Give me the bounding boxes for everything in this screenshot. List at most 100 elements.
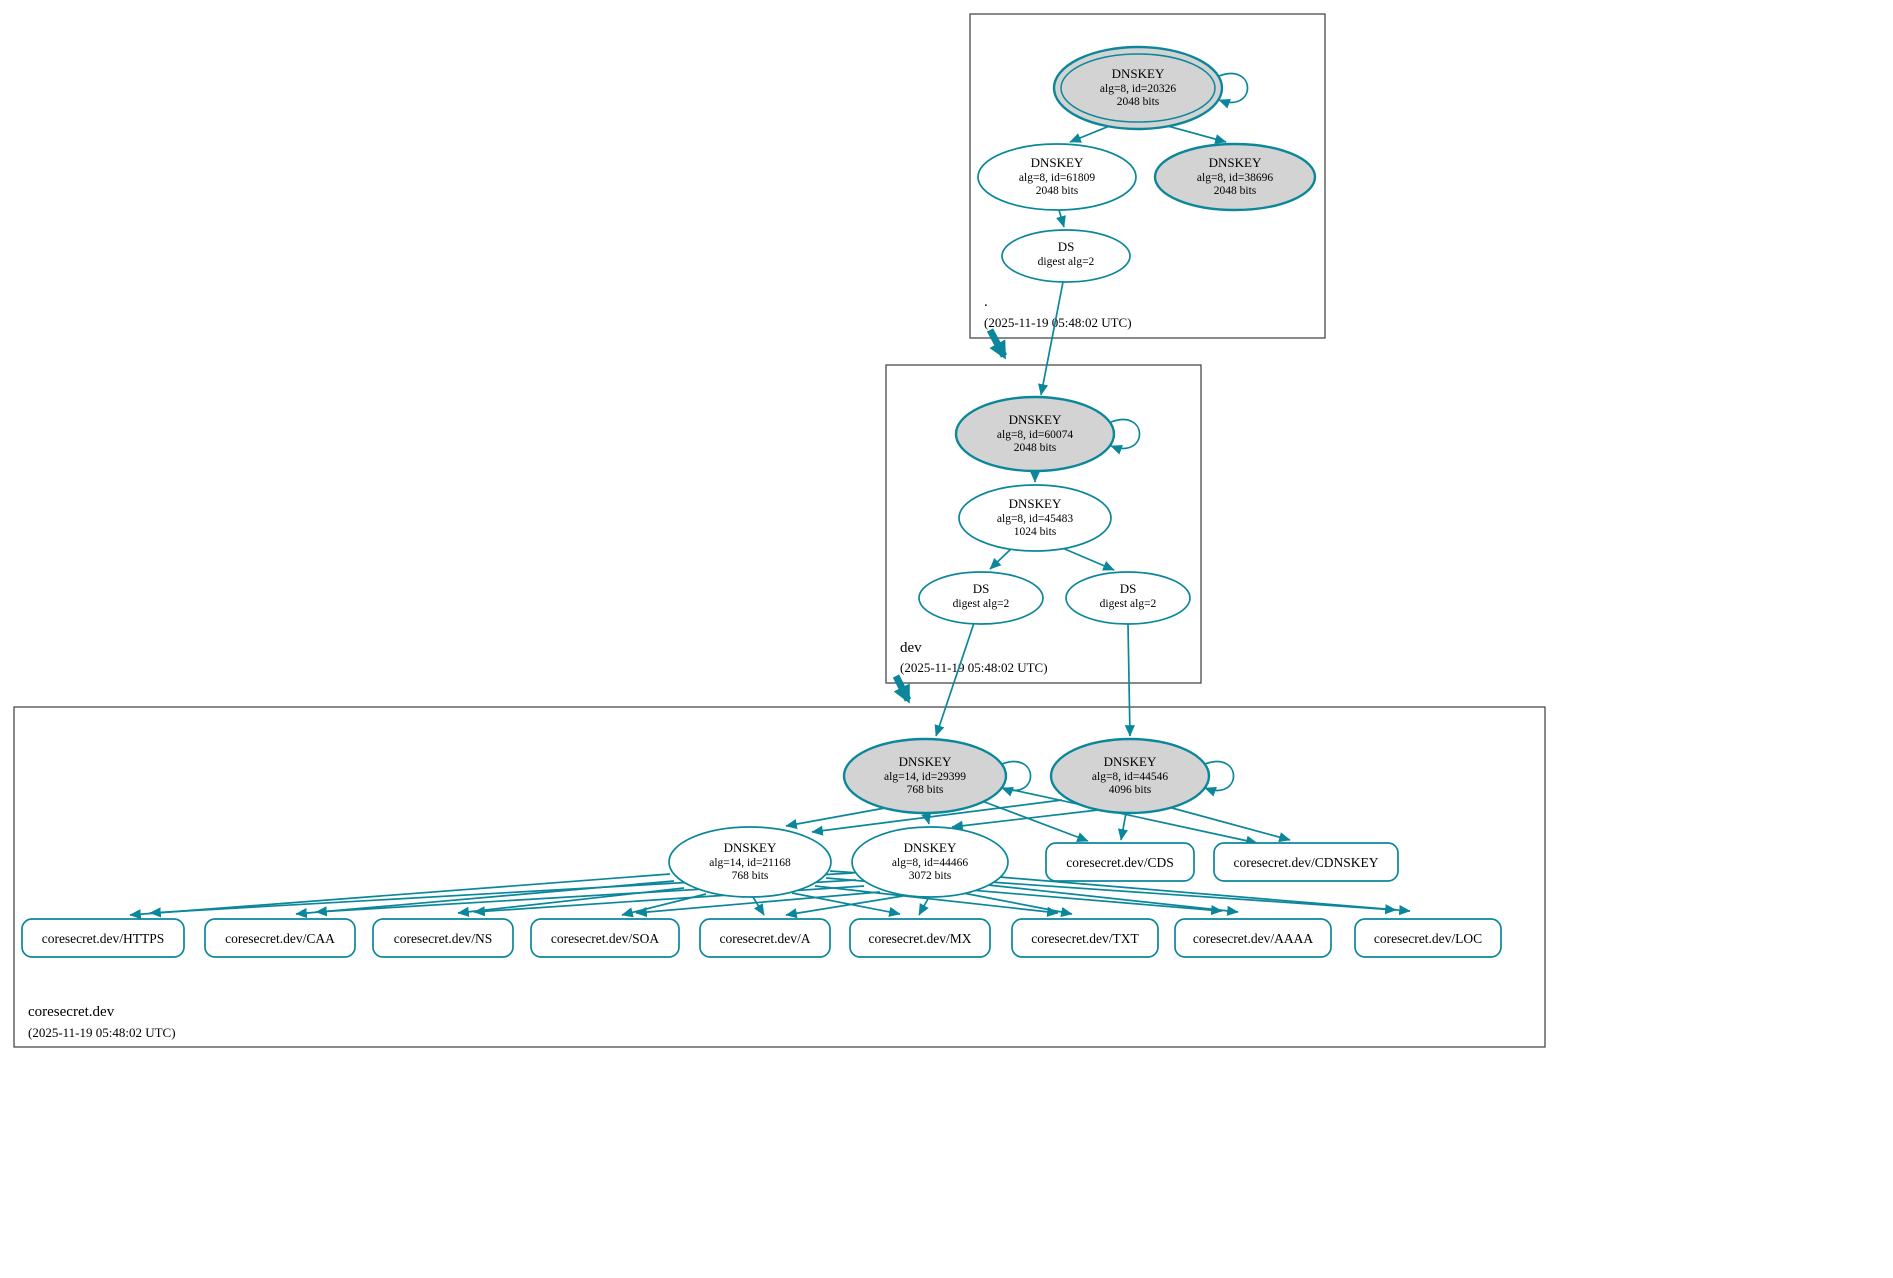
edge-cs-ksk14-to-cdnskey [1003,787,1258,846]
node-title: DNSKEY [1009,496,1062,511]
node-bits: 2048 bits [1036,185,1079,197]
node-title: DNSKEY [1031,155,1084,170]
zone-dev-label: dev [900,640,922,656]
zone-coresecret-border [13,706,1546,1048]
rrset-label: coresecret.dev/HTTPS [42,931,165,946]
ds-ellipse [918,571,1044,625]
node-bits: 3072 bits [909,870,952,882]
zone-coresecret-timestamp: (2025-11-19 05:48:02 UTC) [28,1025,176,1040]
cross-zone-edges [892,281,1135,737]
node-detail: alg=8, id=45483 [997,513,1073,525]
rrset-box [21,918,185,958]
node-title: DNSKEY [724,840,777,855]
zone-root-timestamp: (2025-11-19 05:48:02 UTC) [984,315,1132,330]
node-root-dnskey-61809: DNSKEY alg=8, id=61809 2048 bits [977,143,1137,211]
zone-root-label: . [984,294,988,310]
node-title: DS [1058,239,1075,254]
zone-dev: DNSKEY alg=8, id=60074 2048 bits DNSKEY … [885,364,1202,684]
rrset-box [1011,918,1159,958]
node-bits: 2048 bits [1117,96,1160,108]
node-detail: alg=8, id=20326 [1100,83,1176,95]
delegation-arrow-dev-to-coresecret [892,674,912,704]
node-cs-dnskey-29399: DNSKEY alg=14, id=29399 768 bits [842,737,1008,815]
rrset-cds: coresecret.dev/CDS [1045,842,1195,882]
node-detail: alg=8, id=38696 [1197,172,1273,184]
node-bits: 768 bits [907,784,944,796]
zone-coresecret-label: coresecret.dev [28,1004,115,1020]
node-title: DNSKEY [904,840,957,855]
rrset-label: coresecret.dev/TXT [1031,931,1139,946]
rrset-ns: coresecret.dev/NS [372,918,514,958]
node-root-ds: DS digest alg=2 [1001,229,1131,283]
node-detail: digest alg=2 [953,598,1010,610]
zone-root-edges [1056,72,1249,228]
zone-root: DNSKEY alg=8, id=20326 2048 bits DNSKEY … [969,13,1326,339]
node-detail: digest alg=2 [1038,256,1095,268]
rrset-box [699,918,831,958]
edge-root-ds-to-dev-ksk [1038,281,1064,396]
edge-cs-zsk8-to-txt [962,892,1073,917]
rrset-soa: coresecret.dev/SOA [530,918,680,958]
node-root-dnskey-38696: DNSKEY alg=8, id=38696 2048 bits [1153,142,1317,212]
edge-cs-ksk14-to-zsk8 [921,812,932,825]
ds-ellipse [1001,229,1131,283]
node-bits: 2048 bits [1214,185,1257,197]
node-title: DNSKEY [1112,66,1165,81]
edge-dev-zsk-to-ds2 [1059,546,1115,571]
edge-root-ksk-self-sign [1218,72,1249,109]
zone-dev-timestamp: (2025-11-19 05:48:02 UTC) [900,660,1048,675]
node-detail: alg=8, id=44466 [892,857,968,869]
node-cs-dnskey-44546: DNSKEY alg=8, id=44546 4096 bits [1049,737,1211,815]
dnskey-ellipse [954,395,1116,473]
node-detail: digest alg=2 [1100,598,1157,610]
node-cs-dnskey-21168: DNSKEY alg=14, id=21168 768 bits [668,826,832,898]
edge-root-zsk-to-ds [1056,209,1066,228]
rrset-label: coresecret.dev/CAA [225,931,335,946]
edge-dev-ds1-to-cs-ksk14 [934,622,975,737]
edge-cs-zsk8-to-a [785,895,904,919]
node-title: DNSKEY [1104,754,1157,769]
node-bits: 768 bits [732,870,769,882]
edge-cs-zsk8-to-soa [635,891,881,918]
edge-cs-ksk8-to-cdnskey [1171,807,1291,843]
dnskey-trust-anchor-ring [1060,53,1216,123]
node-title: DNSKEY [1209,155,1262,170]
edge-cs-ksk8-to-zsk14 [811,799,1063,836]
node-dev-dnskey-45483: DNSKEY alg=8, id=45483 1024 bits [958,484,1112,552]
dnskey-ellipse [1052,45,1224,131]
node-title: DS [973,581,990,596]
rrset-box [204,918,356,958]
edge-cs-ksk8-to-zsk8 [951,809,1099,831]
dnskey-ellipse [1153,142,1317,212]
rrset-mx: coresecret.dev/MX [849,918,991,958]
edge-cs-zsk8-to-aaaa [987,884,1239,916]
node-bits: 1024 bits [1014,526,1057,538]
edge-cs-ksk8-self-sign [1204,760,1235,797]
zone-coresecret-edges [129,760,1411,920]
rrset-https: coresecret.dev/HTTPS [21,918,185,958]
rrset-label: coresecret.dev/LOC [1374,931,1482,946]
edge-dev-ksk-self-sign [1110,418,1141,455]
edge-cs-zsk14-to-a [752,896,765,916]
node-detail: alg=8, id=44546 [1092,771,1168,783]
rrset-label: coresecret.dev/AAAA [1193,931,1314,946]
node-title: DNSKEY [899,754,952,769]
rrset-label: coresecret.dev/CDNSKEY [1233,855,1378,870]
edge-root-ksk-to-dnskey-38696 [1163,124,1227,145]
node-dev-ds1: DS digest alg=2 [918,571,1044,625]
rrset-label: coresecret.dev/A [719,931,810,946]
rrset-box [372,918,514,958]
zone-dev-edges [989,418,1141,571]
edge-dev-ds2-to-cs-ksk8 [1124,623,1135,737]
rrset-label: coresecret.dev/MX [868,931,971,946]
dnskey-ellipse [1049,737,1211,815]
dnskey-ellipse [842,737,1008,815]
rrset-box [1045,842,1195,882]
node-cs-dnskey-44466: DNSKEY alg=8, id=44466 3072 bits [851,826,1009,898]
rrset-label: coresecret.dev/SOA [551,931,660,946]
edge-cs-ksk8-to-cds [1117,812,1128,841]
node-dev-ds2: DS digest alg=2 [1065,571,1191,625]
node-title: DS [1120,581,1137,596]
node-title: DNSKEY [1009,412,1062,427]
